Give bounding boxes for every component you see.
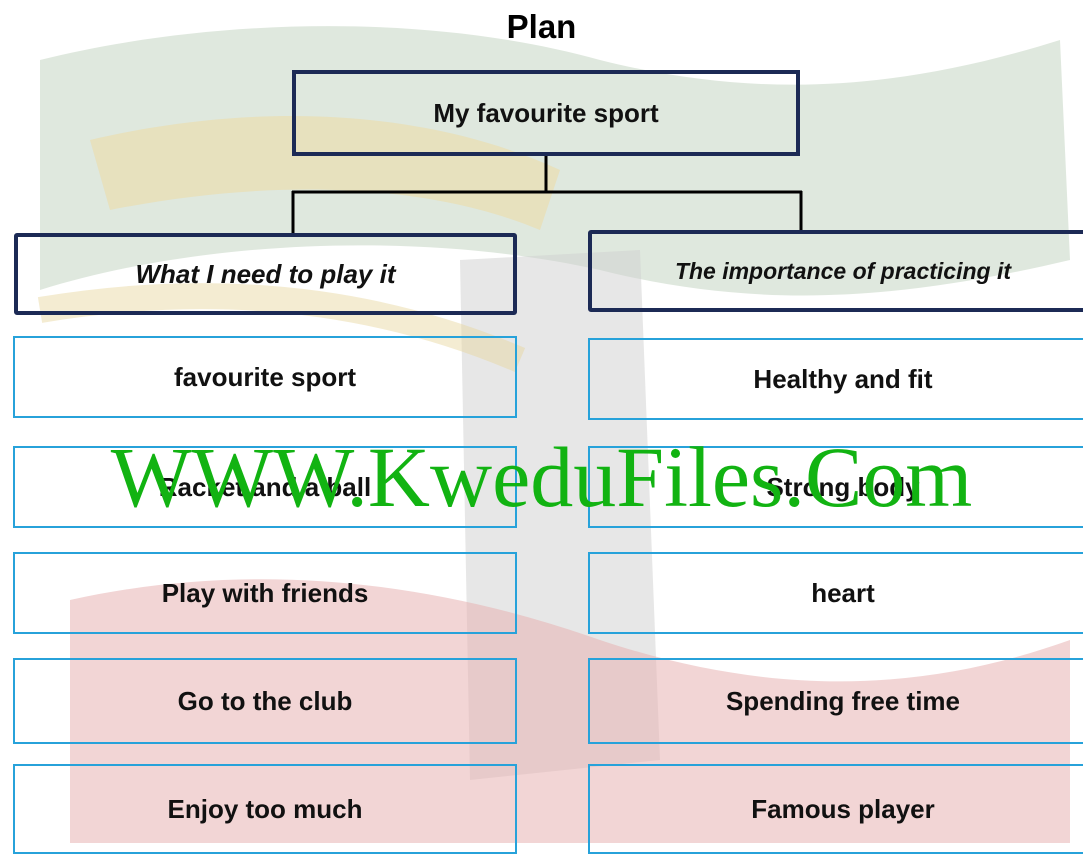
left-item-3: Play with friends [13,552,517,634]
right-item-2-label: Strong body [766,471,920,502]
emblem-shape-yellow [90,116,560,230]
left-item-2-label: Racket and a ball [158,471,372,502]
left-item-4-label: Go to the club [177,685,353,716]
right-item-4: Spending free time [588,658,1083,744]
left-item-1-label: favourite sport [173,361,357,392]
left-item-5-label: Enjoy too much [167,793,363,824]
right-item-5-label: Famous player [751,793,935,824]
branch-heading-left-label: What I need to play it [135,258,396,289]
right-item-1: Healthy and fit [588,338,1083,420]
branch-heading-right-label: The importance of practicing it [674,257,1012,284]
right-item-3-label: heart [811,577,875,608]
left-item-4: Go to the club [13,658,517,744]
left-item-1: favourite sport [13,336,517,418]
emblem-shape-green [40,26,1070,296]
left-item-2: Racket and a ball [13,446,517,528]
main-topic-box: My favourite sport [292,70,800,156]
emblem-shape-red [70,579,1070,843]
right-item-4-label: Spending free time [725,685,961,716]
left-item-5: Enjoy too much [13,764,517,854]
right-item-1-label: Healthy and fit [753,363,933,394]
branch-heading-right: The importance of practicing it [588,230,1083,312]
left-item-3-label: Play with friends [161,577,369,608]
branch-heading-left: What I need to play it [14,233,517,315]
right-item-5: Famous player [588,764,1083,854]
main-topic-label: My favourite sport [433,97,659,128]
page-title: Plan [506,8,577,45]
right-item-3: heart [588,552,1083,634]
right-item-2: Strong body [588,446,1083,528]
